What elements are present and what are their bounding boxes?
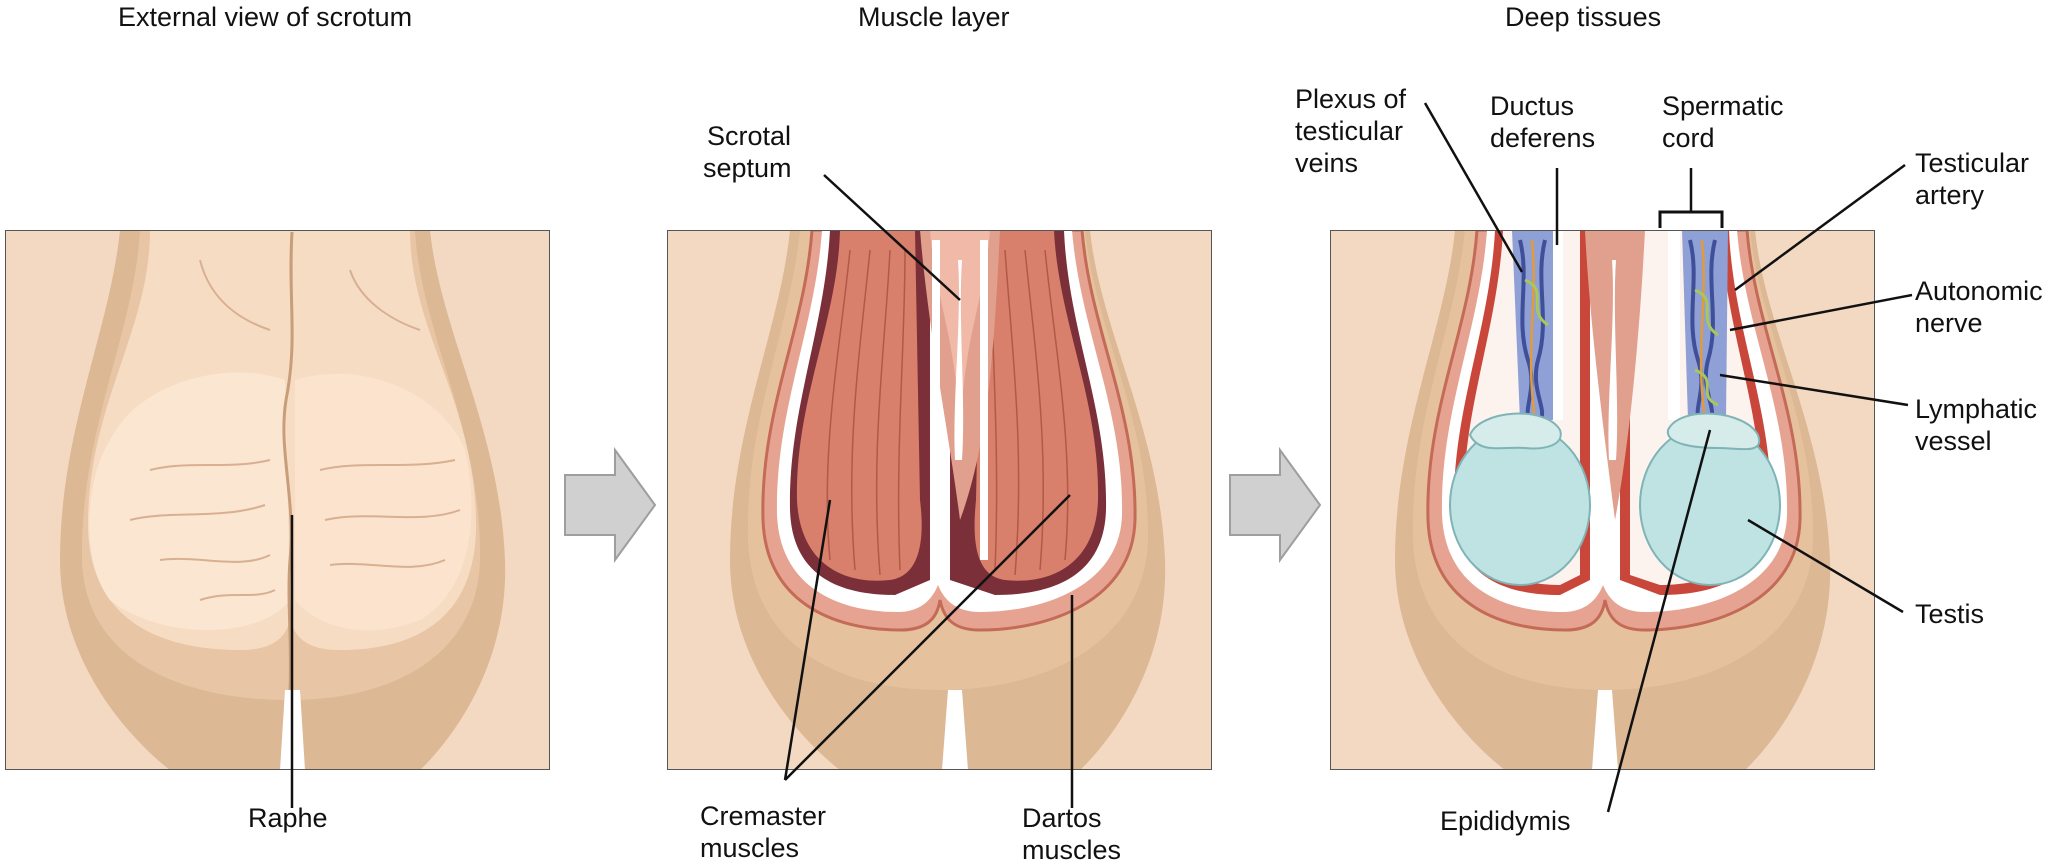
arrow-2 bbox=[1229, 446, 1322, 564]
spermatic-cord-label: Spermatic cord bbox=[1662, 91, 1784, 153]
muscle-layer-title: Muscle layer bbox=[858, 2, 1010, 32]
external-view-title: External view of scrotum bbox=[118, 2, 413, 32]
ductus-deferens-label: Ductus deferens bbox=[1490, 91, 1596, 153]
autonomic-nerve-label: Autonomic nerve bbox=[1915, 276, 2043, 338]
leader-lines bbox=[290, 102, 1913, 813]
deep-tissues-panel bbox=[1330, 230, 1875, 770]
dartos-muscles-label: Dartos muscles bbox=[1022, 803, 1122, 865]
cremaster-muscles-label: Cremaster muscles bbox=[700, 801, 827, 863]
lymphatic-vessel-label: Lymphatic vessel bbox=[1915, 394, 2038, 456]
testicular-artery-label: Testicular artery bbox=[1915, 148, 2030, 210]
testis-label: Testis bbox=[1915, 599, 1985, 629]
arrow-1 bbox=[564, 446, 657, 564]
epididymis-label: Epididymis bbox=[1440, 806, 1571, 836]
plexus-testicular-veins-label: Plexus of testicular veins bbox=[1295, 84, 1407, 178]
external-view-panel bbox=[5, 230, 550, 770]
raphe-label: Raphe bbox=[248, 803, 328, 833]
muscle-layer-panel bbox=[667, 230, 1212, 770]
deep-tissues-title: Deep tissues bbox=[1505, 2, 1662, 32]
spermatic-cord-bracket bbox=[1658, 210, 1724, 228]
scrotal-septum-label: Scrotal septum bbox=[703, 121, 792, 183]
